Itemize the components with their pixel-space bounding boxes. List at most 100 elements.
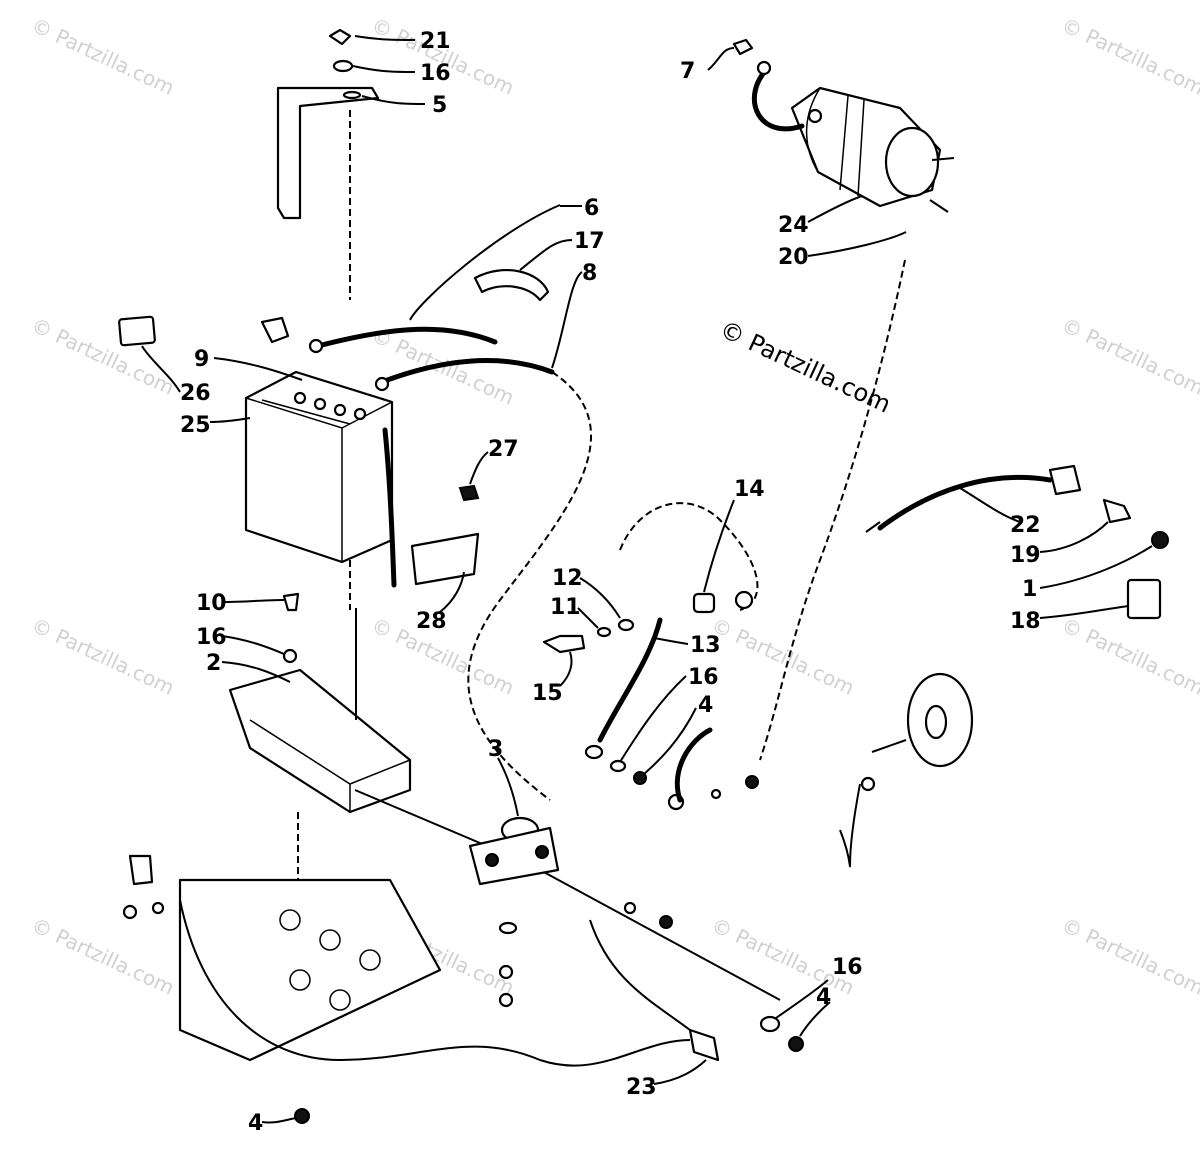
part-label-26 — [118, 315, 156, 347]
watermark-text: © Partzilla.com — [28, 613, 178, 700]
part-nut-1 — [1151, 531, 1169, 549]
callout-label: 9 — [194, 347, 209, 372]
watermark-text: © Partzilla.com — [28, 313, 178, 400]
callout-26: 26 — [141, 345, 211, 406]
callout-1: 1 — [1022, 545, 1153, 602]
watermark-text: © Partzilla.com — [1058, 313, 1200, 400]
callout-4: 4 — [643, 693, 713, 775]
callout-25: 25 — [180, 413, 251, 438]
part-cap-27 — [458, 484, 480, 502]
callout-16: 16 — [196, 625, 285, 655]
callout-label: 7 — [680, 59, 695, 84]
callout-label: 25 — [180, 413, 211, 438]
part-nut-7 — [732, 38, 754, 56]
callout-label: 22 — [1010, 513, 1041, 538]
callout-2: 2 — [206, 651, 291, 683]
callout-label: 4 — [698, 693, 713, 718]
part-hold-down-strap — [276, 86, 380, 300]
callout-label: 14 — [734, 477, 765, 502]
callout-label: 11 — [550, 595, 581, 620]
callout-label: 18 — [1010, 609, 1041, 634]
callout-9: 9 — [194, 347, 303, 381]
callout-label: 16 — [420, 61, 451, 86]
callout-label: 27 — [488, 437, 519, 462]
callout-14: 14 — [703, 477, 765, 593]
callout-label: 24 — [778, 213, 809, 238]
part-cable-6 — [308, 204, 561, 354]
callout-19: 19 — [1010, 521, 1109, 568]
callout-label: 20 — [778, 245, 809, 270]
callout-23: 23 — [626, 1059, 707, 1100]
part-link-13 — [597, 617, 663, 743]
callout-label: 17 — [574, 229, 605, 254]
callout-28: 28 — [416, 571, 465, 634]
callout-label: 21 — [420, 29, 451, 54]
callout-24: 24 — [778, 195, 863, 238]
callout-label: 13 — [690, 633, 721, 658]
callout-label: 16 — [832, 955, 863, 980]
watermark-text: © Partzilla.com — [1058, 613, 1200, 700]
callout-17: 17 — [519, 229, 605, 271]
callout-18: 18 — [1010, 605, 1129, 634]
callout-label: 2 — [206, 651, 221, 676]
callout-label: 10 — [196, 591, 227, 616]
callout-22: 22 — [959, 487, 1041, 538]
part-battery — [244, 370, 394, 610]
callout-4: 4 — [248, 1111, 297, 1136]
watermark-text: © Partzilla.com — [28, 913, 178, 1000]
callout-label: 28 — [416, 609, 447, 634]
callout-4: 4 — [799, 985, 831, 1037]
watermark-text: © Partzilla.com — [708, 613, 858, 700]
callout-5: 5 — [361, 93, 447, 118]
callout-3: 3 — [488, 737, 519, 817]
callout-label: 23 — [626, 1075, 657, 1100]
part-starter-motor — [751, 60, 955, 213]
watermark-text: © Partzilla.com — [1058, 13, 1200, 100]
watermark-text: © Partzilla.com — [1058, 913, 1200, 1000]
watermark-center: © Partzilla.com — [715, 315, 895, 419]
callout-label: 19 — [1010, 543, 1041, 568]
callout-6: 6 — [560, 196, 599, 221]
part-harness-23 — [179, 899, 720, 1067]
watermark-text: © Partzilla.com — [28, 13, 178, 100]
callout-label: 12 — [552, 566, 583, 591]
callout-20: 20 — [778, 231, 907, 270]
part-solenoid — [468, 816, 560, 886]
callout-label: 4 — [248, 1111, 263, 1136]
callout-label: 3 — [488, 737, 503, 762]
part-sensor-19 — [1102, 498, 1132, 524]
callout-16: 16 — [352, 61, 451, 86]
callout-21: 21 — [354, 29, 451, 54]
part-bolt-set — [542, 618, 635, 654]
part-pad-28 — [410, 532, 480, 586]
part-bracket-14 — [619, 502, 759, 614]
callout-27: 27 — [469, 437, 519, 485]
callout-label: 5 — [432, 93, 447, 118]
callout-label: 4 — [816, 985, 831, 1010]
callouts: 21 16 5 7 6 17 8 24 — [141, 29, 1153, 1136]
callout-16: 16 — [619, 665, 719, 763]
part-small-hardware — [122, 727, 876, 1124]
callout-11: 11 — [550, 595, 599, 629]
callout-13: 13 — [653, 633, 721, 658]
callout-10: 10 — [196, 591, 285, 616]
part-label-18 — [1126, 578, 1162, 620]
watermarks: © Partzilla.com © Partzilla.com © Partzi… — [28, 13, 1200, 1000]
callout-label: 26 — [180, 381, 211, 406]
callout-label: 8 — [582, 261, 597, 286]
part-harness-22 — [865, 464, 1082, 533]
watermark-text: © Partzilla.com — [368, 13, 518, 100]
part-cable-20 — [759, 259, 906, 761]
part-terminal-boot — [260, 316, 290, 344]
part-strap-17 — [473, 269, 550, 302]
callout-15: 15 — [532, 651, 573, 706]
callout-16: 16 — [775, 955, 863, 1019]
callout-label: 16 — [196, 625, 227, 650]
callout-12: 12 — [552, 566, 621, 619]
callout-label: 16 — [688, 665, 719, 690]
part-horn — [871, 672, 974, 768]
callout-label: 6 — [584, 196, 599, 221]
callout-label: 15 — [532, 681, 563, 706]
part-wing-nut — [328, 28, 354, 73]
